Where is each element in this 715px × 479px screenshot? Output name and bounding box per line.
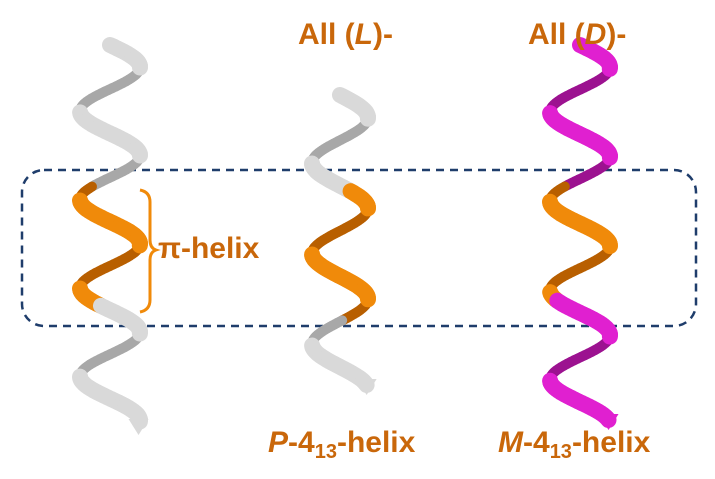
left-helix — [72, 37, 149, 435]
ribbon-end-arrow — [128, 419, 149, 435]
p-helix-label: P-413-helix — [268, 426, 416, 463]
middle-helix — [304, 87, 377, 395]
pi-helix-bracket — [139, 188, 161, 314]
ribbon-end-arrow — [356, 379, 377, 395]
ribbon-end-arrow — [598, 414, 619, 430]
all-d-label: All (D)- — [528, 18, 627, 51]
all-l-label: All (L)- — [298, 18, 393, 51]
dashed-highlight-box — [20, 168, 698, 328]
right-helix — [542, 37, 619, 430]
pi-helix-label: π-helix — [158, 232, 260, 265]
m-helix-label: M-413-helix — [498, 426, 651, 463]
